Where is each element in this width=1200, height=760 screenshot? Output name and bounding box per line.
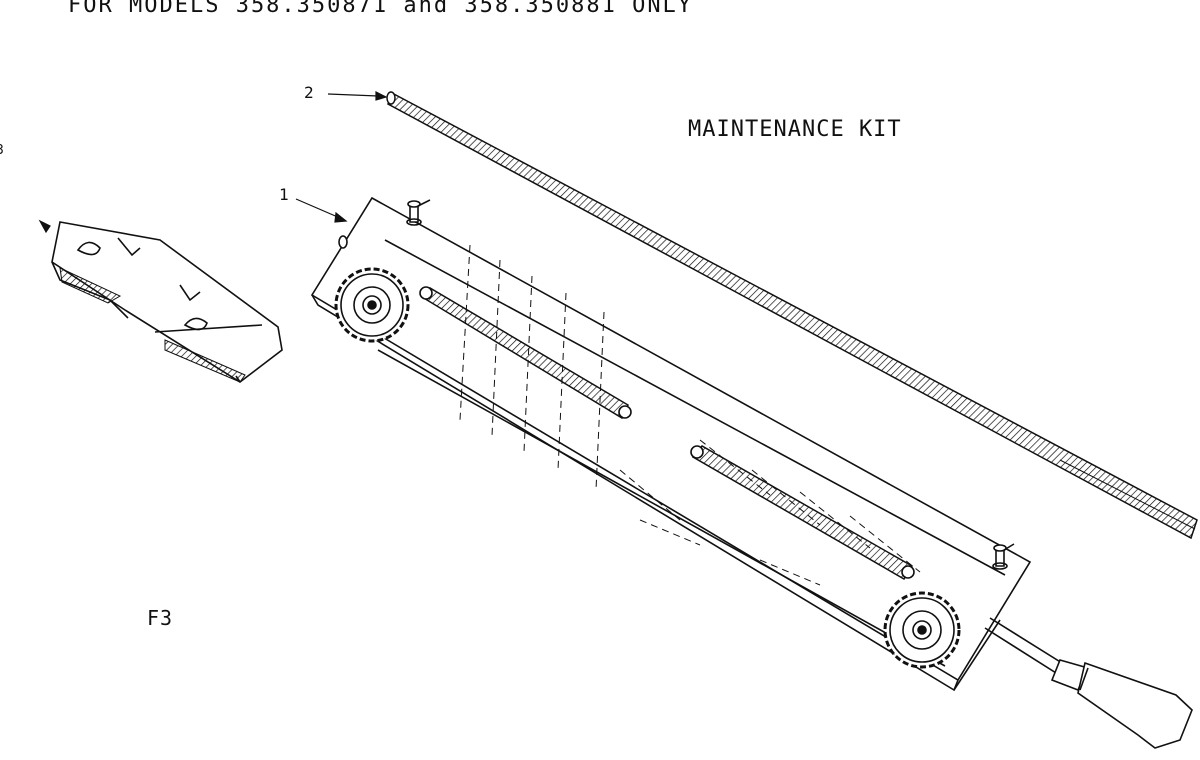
file-guide: [312, 198, 1030, 690]
thumb-wheel-top: [336, 269, 408, 341]
models-header: FOR MODELS 358.350871 and 358.350881 ONL…: [68, 0, 694, 18]
callout-3-number: 3: [0, 143, 4, 158]
callout-1-number: 1: [279, 185, 289, 204]
callout-2-number: 2: [304, 83, 314, 102]
thumb-wheel-bottom: [885, 593, 959, 667]
depth-gauge: [52, 222, 282, 382]
guide-post-bottom: [993, 544, 1014, 569]
round-file: [387, 92, 1197, 538]
figure-label: F3: [147, 606, 174, 630]
leader-line-3: [40, 221, 50, 232]
guide-post-top: [407, 200, 430, 225]
kit-title: MAINTENANCE KIT: [688, 117, 902, 142]
leader-line-2: [328, 92, 386, 100]
leader-line-1: [296, 199, 346, 222]
file-handle: [985, 618, 1192, 748]
